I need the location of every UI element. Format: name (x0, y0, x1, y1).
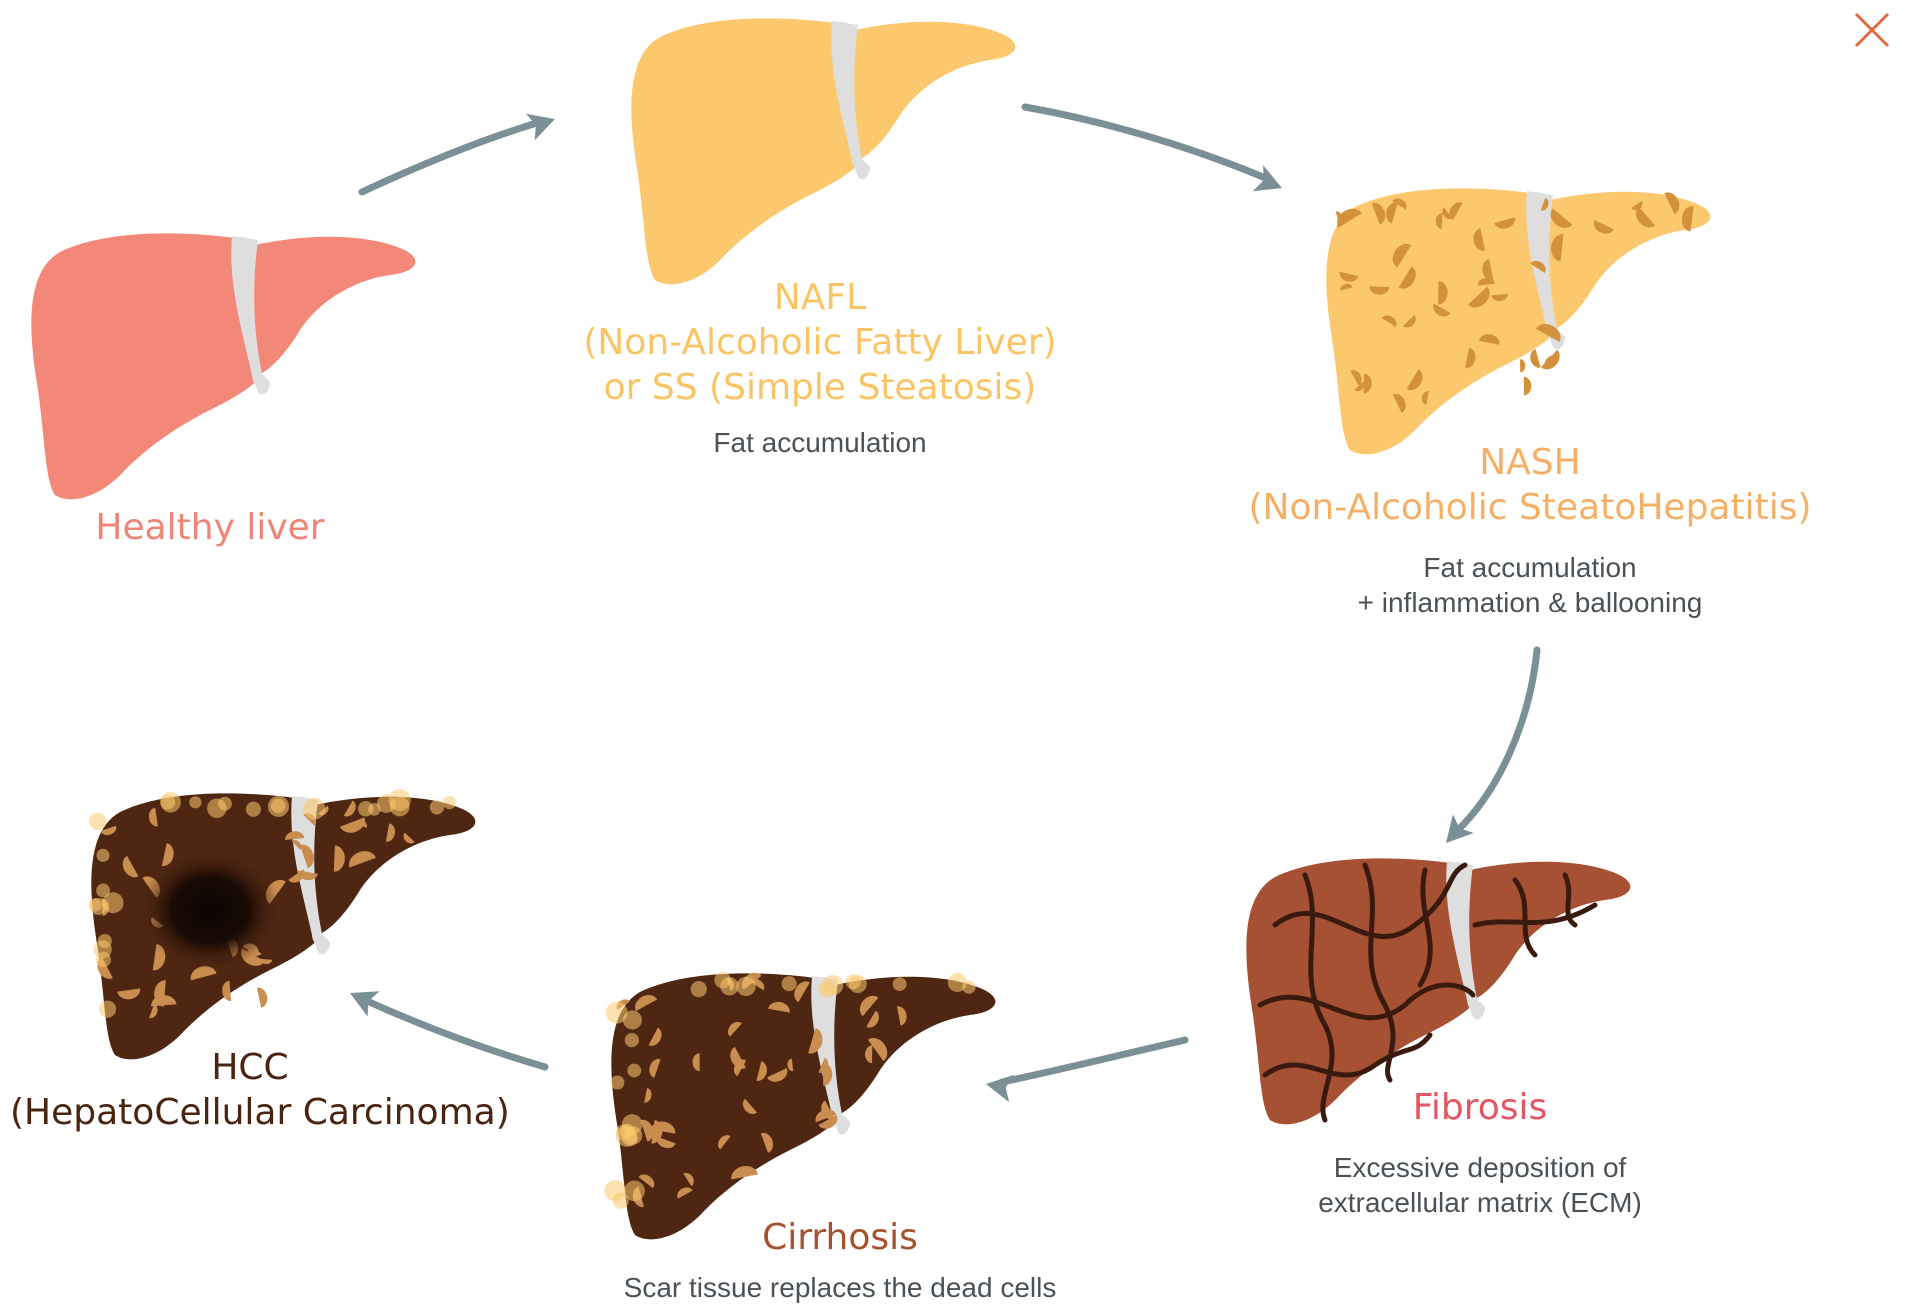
healthy-liver-illustration (31, 233, 415, 499)
cirrhosis-liver-nodule (849, 975, 867, 993)
cirrhosis-liver-nodule (893, 977, 907, 991)
hcc-liver-nodule (207, 799, 227, 819)
progression-arrowhead (344, 980, 379, 1016)
healthy-liver-right-lobe (251, 237, 416, 375)
cirrhosis-liver-nodule (604, 1180, 625, 1201)
fibrosis-description: Excessive deposition of extracellular ma… (1280, 1150, 1680, 1220)
nafl-title-line-3: or SS (Simple Steatosis) (560, 365, 1080, 410)
hcc-liver-nodule (160, 792, 181, 813)
nash-description-line-1: Fat accumulation (1330, 550, 1730, 585)
nafl-title: NAFL (Non-Alcoholic Fatty Liver) or SS (… (560, 275, 1080, 410)
progression-arrowhead (1253, 165, 1288, 201)
progression-arrow (1002, 1040, 1185, 1082)
hcc-title: HCC (HepatoCellular Carcinoma) (10, 1045, 490, 1135)
healthy-liver-label: Healthy liver (60, 505, 360, 550)
cirrhosis-liver-nodule (962, 980, 975, 993)
fibrosis-description-line-1: Excessive deposition of (1280, 1150, 1680, 1185)
cirrhosis-liver-right-lobe (831, 977, 996, 1115)
cirrhosis-title: Cirrhosis (740, 1215, 940, 1260)
hcc-liver-nodule (368, 803, 381, 816)
hcc-liver-nodule (96, 884, 110, 898)
nash-title-line-2: (Non-Alcoholic SteatoHepatitis) (1230, 485, 1830, 530)
progression-arrow (1456, 650, 1537, 832)
nash-liver-illustration (1326, 188, 1710, 454)
cirrhosis-liver-nodule (627, 1064, 641, 1078)
cirrhosis-liver-left-lobe (611, 973, 842, 1239)
cirrhosis-description: Scar tissue replaces the dead cells (600, 1270, 1080, 1305)
cirrhosis-liver-nodule (610, 1076, 624, 1090)
nash-title-line-1: NASH (1230, 440, 1830, 485)
nash-description: Fat accumulation + inflammation & balloo… (1330, 550, 1730, 620)
cirrhosis-liver-nodule (625, 1033, 639, 1047)
hcc-liver-nodule (89, 813, 106, 830)
cirrhosis-liver-illustration (604, 969, 995, 1240)
nash-description-line-2: + inflammation & ballooning (1330, 585, 1730, 620)
hcc-liver-nodule (430, 800, 444, 814)
hcc-tumor (140, 850, 280, 970)
hcc-liver-fat-droplet (257, 986, 269, 1008)
cirrhosis-liver-nodule (616, 1124, 632, 1140)
nash-liver-fat-droplet (1520, 359, 1525, 372)
nafl-description: Fat accumulation (620, 425, 1020, 460)
cirrhosis-liver-nodule (782, 976, 797, 991)
cirrhosis-liver-nodule (823, 975, 843, 995)
nafl-title-line-2: (Non-Alcoholic Fatty Liver) (560, 320, 1080, 365)
nafl-title-line-1: NAFL (560, 275, 1080, 320)
hcc-liver-nodule (303, 798, 325, 820)
hcc-liver-nodule (443, 796, 456, 809)
fibrosis-liver-right-lobe (1466, 862, 1631, 1000)
fibrosis-title: Fibrosis (1380, 1085, 1580, 1130)
hcc-liver-nodule (268, 796, 289, 817)
hcc-liver-nodule (96, 952, 111, 967)
hcc-liver-nodule (189, 796, 201, 808)
healthy-liver-left-lobe (31, 233, 262, 499)
nash-title: NASH (Non-Alcoholic SteatoHepatitis) (1230, 440, 1830, 530)
cirrhosis-liver-nodule (606, 1002, 628, 1024)
cirrhosis-liver-nodule (624, 1181, 645, 1202)
progression-arrow (1025, 107, 1270, 180)
nash-liver-fat-droplet (1528, 349, 1541, 370)
hcc-liver-nodule (89, 898, 102, 911)
hcc-liver-nodule (246, 802, 261, 817)
cirrhosis-liver-nodule (720, 977, 738, 995)
hcc-title-line-1: HCC (10, 1045, 490, 1090)
cirrhosis-liver-nodule (691, 981, 707, 997)
hcc-liver-nodule (96, 849, 109, 862)
progression-arrow (362, 122, 540, 192)
hcc-title-line-2: (HepatoCellular Carcinoma) (10, 1090, 490, 1135)
hcc-liver-nodule (99, 1001, 116, 1018)
cirrhosis-liver-nodule (736, 977, 755, 996)
progression-arrowhead (984, 1070, 1014, 1102)
fibrosis-description-line-2: extracellular matrix (ECM) (1280, 1185, 1680, 1220)
close-icon[interactable] (1852, 10, 1892, 50)
nafl-liver-left-lobe (631, 18, 862, 284)
nash-liver-fat-droplet (1524, 377, 1532, 396)
fatty-liver-illustration (631, 18, 1015, 284)
nafl-liver-right-lobe (851, 22, 1016, 160)
